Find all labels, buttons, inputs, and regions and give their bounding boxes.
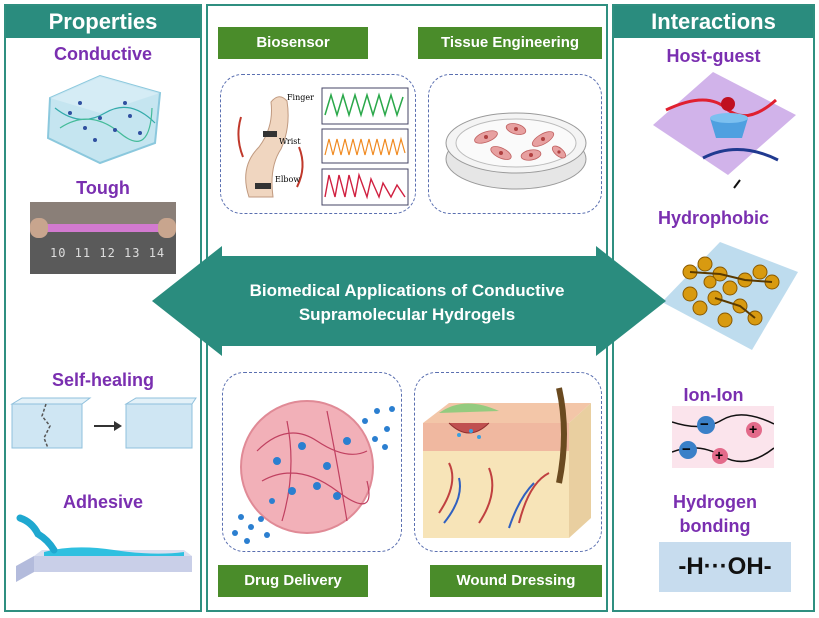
- conductive-illustration: [46, 74, 162, 165]
- ion-ion-illustration: − + − +: [672, 406, 774, 468]
- ion-sign-2: +: [749, 421, 758, 437]
- arm-illustration: [237, 96, 304, 198]
- hydrogen-bond-box: -H···OH-: [659, 542, 791, 592]
- center-title-line1: Biomedical Applications of Conductive: [249, 281, 565, 300]
- interaction-hydrogen-bonding-label: Hydrogen bonding: [672, 492, 757, 536]
- tissue-engineering-label: Tissue Engineering: [418, 27, 602, 59]
- self-healing-illustration: [10, 397, 197, 449]
- stretched-gel-strip: [40, 224, 166, 232]
- interactions-header: Interactions: [614, 6, 813, 38]
- interaction-hydrophobic-label: Hydrophobic: [658, 208, 769, 228]
- wound-dressing-card: [414, 372, 602, 552]
- sensor-label-finger: Finger: [287, 93, 314, 102]
- sensor-label-elbow: Elbow: [275, 175, 301, 184]
- property-self-healing-label: Self-healing: [51, 370, 154, 390]
- drug-delivery-card: [222, 372, 402, 552]
- ion-sign-4: +: [715, 447, 724, 463]
- drug-delivery-illustration: [232, 400, 395, 544]
- skin-cross-section-illustration: [423, 387, 591, 538]
- petri-dish-illustration: [445, 112, 587, 190]
- sensor-signal-plots: [321, 87, 409, 206]
- property-adhesive-label: Adhesive: [62, 492, 144, 512]
- biosensor-card: Finger Wrist Elbow: [220, 74, 416, 214]
- interaction-ion-ion-label: Ion-Ion: [683, 385, 744, 405]
- ion-sign-3: −: [682, 441, 691, 458]
- property-tough-label: Tough: [76, 178, 130, 198]
- center-double-arrow: [152, 246, 666, 356]
- property-conductive-label: Conductive: [53, 44, 152, 64]
- ruler-text: 10 11 12 13 14: [50, 246, 166, 260]
- adhesive-illustration: [16, 514, 192, 582]
- host-guest-illustration: [653, 72, 796, 189]
- interaction-host-guest-label: Host-guest: [666, 46, 761, 66]
- sensor-label-wrist: Wrist: [279, 137, 301, 146]
- biosensor-label: Biosensor: [218, 27, 368, 59]
- tissue-engineering-card: [428, 74, 602, 214]
- ion-sign-1: −: [700, 416, 709, 433]
- tough-photo: 10 11 12 13 14: [30, 202, 176, 274]
- drug-delivery-label: Drug Delivery: [218, 565, 368, 597]
- hydrophobic-illustration: [662, 242, 798, 350]
- properties-header: Properties: [6, 6, 200, 38]
- wound-dressing-label: Wound Dressing: [430, 565, 602, 597]
- center-title-line2: Supramolecular Hydrogels: [298, 305, 516, 324]
